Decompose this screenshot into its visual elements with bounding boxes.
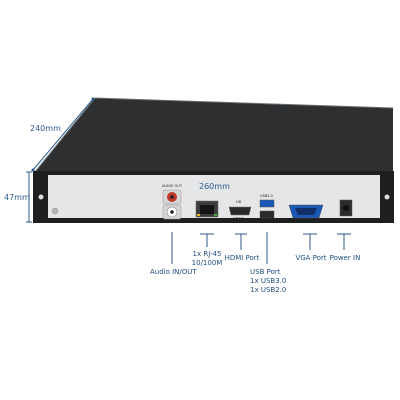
audio-callout-label: Audio IN/OUT (150, 268, 197, 276)
vga-socket (295, 208, 317, 215)
usb2-mark: USB2.0 (260, 219, 273, 223)
usb3-port (259, 199, 275, 208)
usb-callout-line1: USB Port (250, 268, 281, 276)
depth-label: 240mm (30, 124, 61, 133)
vga-callout-label: VGA Port (295, 254, 327, 262)
depth-arrow-top (91, 97, 95, 101)
audio-out-jack-hole (170, 195, 174, 199)
audio-in-mark: AUDIO IN (164, 220, 181, 224)
usb-callout-line3: 1x USB2.0 (250, 286, 287, 294)
depth-dimension-line (32, 98, 94, 171)
audio-out-mark: AUDIO OUT (162, 184, 183, 188)
top-cover (35, 98, 393, 175)
dc-power-hole (343, 205, 349, 211)
usb-callout-line2: 1x USB3.0 (250, 277, 287, 285)
rj45-callout-line1: 1x RJ-45 (192, 250, 222, 258)
height-label: 47mm (4, 193, 30, 202)
usb-callout-label: USB Port 1x USB3.0 1x USB2.0 (250, 268, 286, 295)
audio-in-jack-hole (170, 210, 174, 214)
top-cover-edge (34, 97, 394, 173)
vga-mark: VGA (302, 220, 310, 224)
rj45-led-left (197, 214, 200, 216)
right-screw (384, 194, 390, 200)
rj45-callout-line2: 10/100M (191, 259, 223, 267)
rj45-callout-label: 1x RJ-45 10/100M (189, 250, 225, 268)
hdmi-logo-mark: HDMI (233, 217, 244, 221)
hdmi-port (228, 206, 252, 216)
usb2-port (259, 210, 275, 219)
depth-arrow-bottom (31, 168, 35, 172)
usb3-mark: USB3.0 (260, 194, 273, 198)
rj45-socket (200, 205, 214, 214)
rj45-led-right (214, 214, 217, 216)
power-callout-label: Power IN (329, 254, 361, 262)
dc-mark: DC 12V (338, 218, 352, 222)
hdmi-callout-label: HDMI Port (224, 254, 260, 262)
left-screw (38, 194, 44, 200)
ground-screw (51, 207, 59, 215)
hd-mark: HD (236, 200, 242, 204)
width-label: 260mm (199, 182, 230, 191)
